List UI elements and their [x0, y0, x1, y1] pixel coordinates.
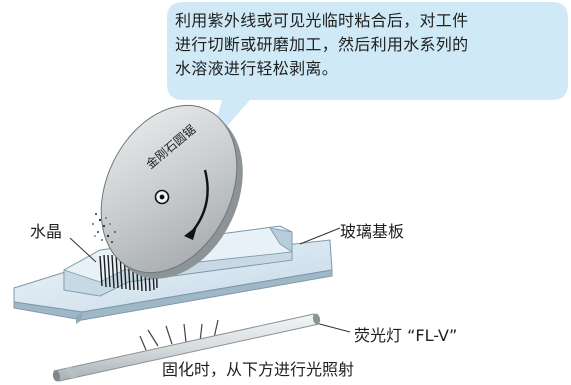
light-rays [139, 319, 219, 351]
glass-substrate-label: 玻璃基板 [340, 222, 405, 241]
spray-particles [92, 213, 116, 243]
crystal-leader-line [69, 237, 97, 263]
irradiation-caption: 固化时，从下方进行光照射 [162, 360, 355, 379]
lamp-label: 荧光灯 “FL-V” [354, 326, 458, 345]
callout-line: 进行切断或研磨加工，然后利用水系列的 [175, 35, 469, 54]
callout-bubble [167, 2, 568, 148]
rotation-arrow-icon [191, 169, 209, 233]
glass-leader-line [299, 227, 341, 245]
diamond-saw-blade: 金刚石圆锯 [100, 104, 243, 279]
callout-text: 利用紫外线或可见光临时粘合后，对工件 进行切断或研磨加工，然后利用水系列的 水溶… [175, 9, 560, 81]
callout-line: 水溶液进行轻松剥离。 [175, 59, 339, 78]
fluorescent-lamp [52, 313, 321, 382]
crystal-label: 水晶 [30, 222, 63, 241]
callout-line: 利用紫外线或可见光临时粘合后，对工件 [175, 11, 469, 30]
